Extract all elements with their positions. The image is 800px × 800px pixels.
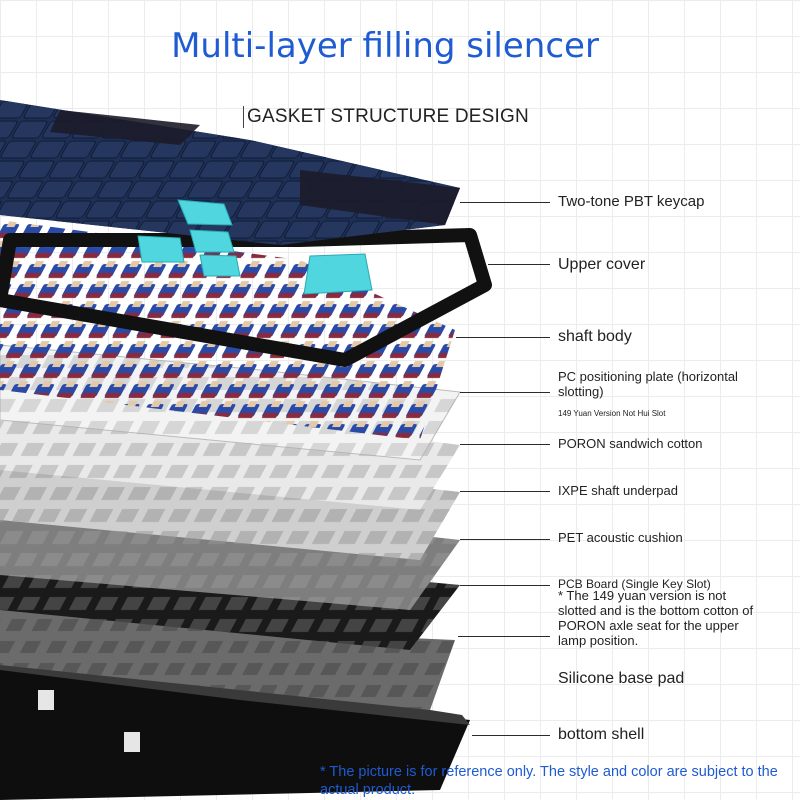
layer-label-ixpe: IXPE shaft underpad <box>558 483 678 498</box>
page-subtitle: GASKET STRUCTURE DESIGN <box>243 106 529 128</box>
layer-note-pcb: * The 149 yuan version is not slotted an… <box>558 588 754 648</box>
leader-line-shaft-body <box>456 337 550 338</box>
layer-label-bottom-shell: bottom shell <box>558 726 645 743</box>
layer-note-pc-plate: 149 Yuan Version Not Hui Slot <box>558 409 666 418</box>
keycap-layer <box>0 100 460 295</box>
page-title: Multi-layer filling silencer <box>171 26 599 66</box>
layer-label-silicone: Silicone base pad <box>558 670 685 687</box>
leader-line-pet <box>460 539 550 540</box>
leader-line-ixpe <box>460 491 550 492</box>
shaft-body-layer <box>0 220 455 440</box>
layer-label-keycap: Two-tone PBT keycap <box>558 193 705 210</box>
layer-label-poron: PORON sandwich cotton <box>558 436 703 451</box>
layer-label-shaft-body: shaft body <box>558 328 632 345</box>
layer-label-pcb: PCB Board (Single Key Slot) <box>558 577 711 591</box>
layer-label-pet: PET acoustic cushion <box>558 530 683 545</box>
leader-line-poron <box>460 444 550 445</box>
layer-label-upper-cover: Upper cover <box>558 256 646 273</box>
reference-footnote: * The picture is for reference only. The… <box>320 764 778 798</box>
leader-line-pc-plate <box>460 392 550 393</box>
layer-label-pc-plate: PC positioning plate (horizontal slottin… <box>558 369 738 399</box>
leader-line-pcb <box>460 585 550 586</box>
leader-line-keycap <box>460 202 550 203</box>
leader-line-silicone <box>458 636 550 637</box>
leader-line-upper-cover <box>488 264 550 265</box>
leader-line-bottom-shell <box>472 735 550 736</box>
silicone-base-pad-layer <box>0 600 455 710</box>
